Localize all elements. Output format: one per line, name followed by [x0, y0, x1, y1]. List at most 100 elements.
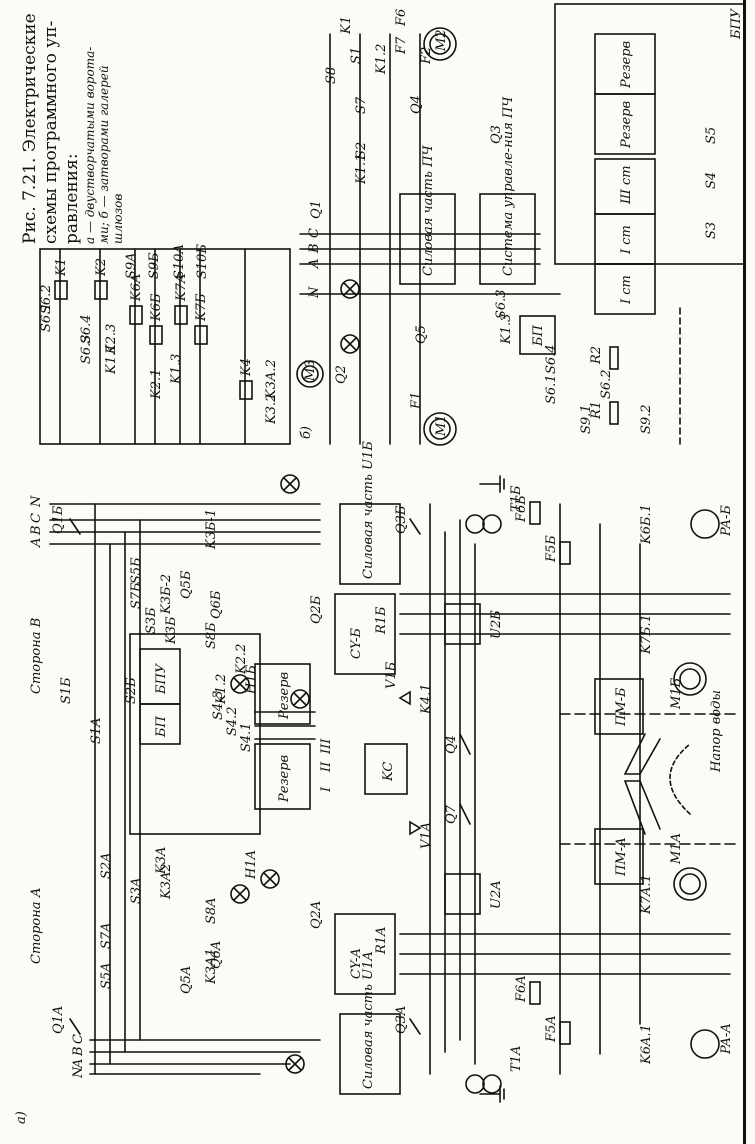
switch-q3a [409, 1018, 421, 1035]
caption-title-line1: Рис. 7.21. Электрические [20, 13, 40, 244]
label-b-s61: S6.1 [39, 302, 54, 332]
label-cy-b: CY-Б [349, 628, 364, 659]
label-s42: S4.2 [225, 706, 240, 736]
label-s1a: S1A [89, 717, 104, 744]
b-bp-block [519, 315, 556, 355]
gate-leaf-right [623, 733, 661, 775]
label-side-b: Сторона В [29, 618, 44, 694]
label-h1b: H1Б [244, 664, 259, 695]
lamp-h1a-2 [260, 869, 280, 889]
label-k3b: K3Б [164, 616, 179, 645]
label-t1b: T1Б [509, 485, 524, 512]
relay-ladder-frame [39, 248, 291, 445]
label-b-f1: F1 [409, 392, 424, 410]
ground-right [479, 475, 505, 493]
label-water: Напор воды [709, 690, 724, 773]
gate-leaf-left [623, 780, 661, 835]
label-bus-c-right: C [29, 513, 44, 523]
label-f5b: F5Б [544, 535, 559, 563]
b-motor-m3-outer [296, 360, 324, 388]
label-b-s5: S5 [704, 127, 719, 144]
label-s7a: S7A [99, 922, 114, 949]
label-b-k21: K2.1 [149, 369, 164, 400]
ammeter-pa-a [690, 1029, 720, 1059]
rectifier-u2b [444, 603, 481, 645]
label-s41: S4.1 [239, 722, 254, 752]
page-edge-line [743, 0, 746, 1144]
label-b-k3a2: K3A.2 [264, 359, 279, 400]
label-kc: KC [381, 762, 396, 782]
label-b-reserve2: Резерв [619, 101, 634, 149]
label-b-st1b: I ст [619, 275, 634, 305]
label-b-s10a: S10A [172, 244, 187, 279]
label-b-f7: F7 [394, 36, 409, 55]
label-r1a: R1A [374, 927, 389, 955]
label-s2a: S2A [99, 852, 114, 879]
cy-block-b [334, 593, 396, 675]
label-k3b-1: K3Б-1 [204, 509, 219, 550]
label-r1b: R1Б [374, 606, 389, 635]
label-bpu: БПУ [154, 662, 169, 695]
power-block-b [339, 503, 401, 585]
label-bus-n-right: N [29, 495, 44, 508]
b-reserve-2 [594, 93, 656, 155]
label-power-b: Силовая часть U1Б [361, 441, 376, 579]
label-q4: Q4 [444, 735, 459, 754]
lamp-h1b-1 [230, 674, 250, 694]
label-s43: S4.3 [211, 690, 226, 720]
label-q2b: Q2Б [309, 595, 324, 624]
label-s7b: S7Б [129, 582, 144, 609]
rectifier-u2a [444, 873, 481, 915]
label-b-s64: S6.4 [79, 314, 94, 344]
label-f6a: F6A [514, 975, 529, 1003]
label-b-k11-top: K1.1 [354, 154, 369, 185]
lamp-h1a-1 [230, 884, 250, 904]
transformer-t1a-coil1 [465, 1074, 485, 1094]
label-side-a: Сторона А [29, 887, 44, 964]
label-b-st1a: I ст [619, 225, 634, 255]
label-pm-b: ПМ-Б [614, 687, 629, 727]
b-lamp-1 [340, 334, 360, 354]
label-b-s10b: S10Б [195, 244, 210, 279]
label-q7: Q7 [444, 804, 459, 824]
label-q1a: Q1A [51, 1006, 66, 1034]
fuse-f5b [559, 541, 571, 565]
label-q2a: Q2A [309, 901, 324, 929]
label-s5b: S5Б [129, 557, 144, 584]
fuse-f6b [529, 501, 541, 525]
label-k3b-2: K3Б-2 [159, 574, 174, 615]
label-q3b: Q3Б [394, 505, 409, 534]
lamp-h1b-2 [290, 689, 310, 709]
label-bp: БП [154, 715, 169, 738]
label-b-k6b: K6Б [149, 293, 164, 322]
figure-caption: Рис. 7.21. Электрические схемы программн… [20, 4, 125, 244]
label-b-k23: K2.3 [104, 324, 119, 355]
label-b-s3: S3 [704, 222, 719, 239]
bpu-frame-a [129, 633, 261, 835]
motor-m1a-inner [679, 873, 701, 895]
motor-m1b-inner [679, 668, 701, 690]
fuse-f5a [559, 1021, 571, 1045]
label-k41: K4.1 [419, 684, 434, 715]
label-b-s63-b: S6.3 [494, 289, 509, 319]
label-b-s1: S1 [349, 47, 364, 64]
lamp-right [280, 474, 300, 494]
label-m1b: M1Б [669, 677, 684, 710]
label-k22: K2.2 [234, 644, 249, 675]
label-b-s62: S6.2 [39, 284, 54, 314]
label-b-q1: Q1 [309, 200, 324, 219]
label-b-q4: Q4 [409, 95, 424, 114]
label-bus-b: B [71, 1046, 86, 1057]
label-b-s9b: S9Б [147, 252, 162, 279]
reserve-block-left [254, 743, 311, 810]
fuse-f6a [529, 981, 541, 1005]
label-s3a: S3A [129, 877, 144, 904]
label-bus-n: N [71, 1066, 86, 1079]
label-b-s64-b: S6.4 [544, 344, 559, 374]
label-b-control: Система управле-ния ПЧ [501, 96, 516, 276]
b-power-block [399, 193, 456, 285]
label-h1a: H1A [244, 850, 259, 880]
label-cy-a: CY-A [349, 948, 364, 979]
label-b-k32: K3.2 [264, 394, 279, 425]
